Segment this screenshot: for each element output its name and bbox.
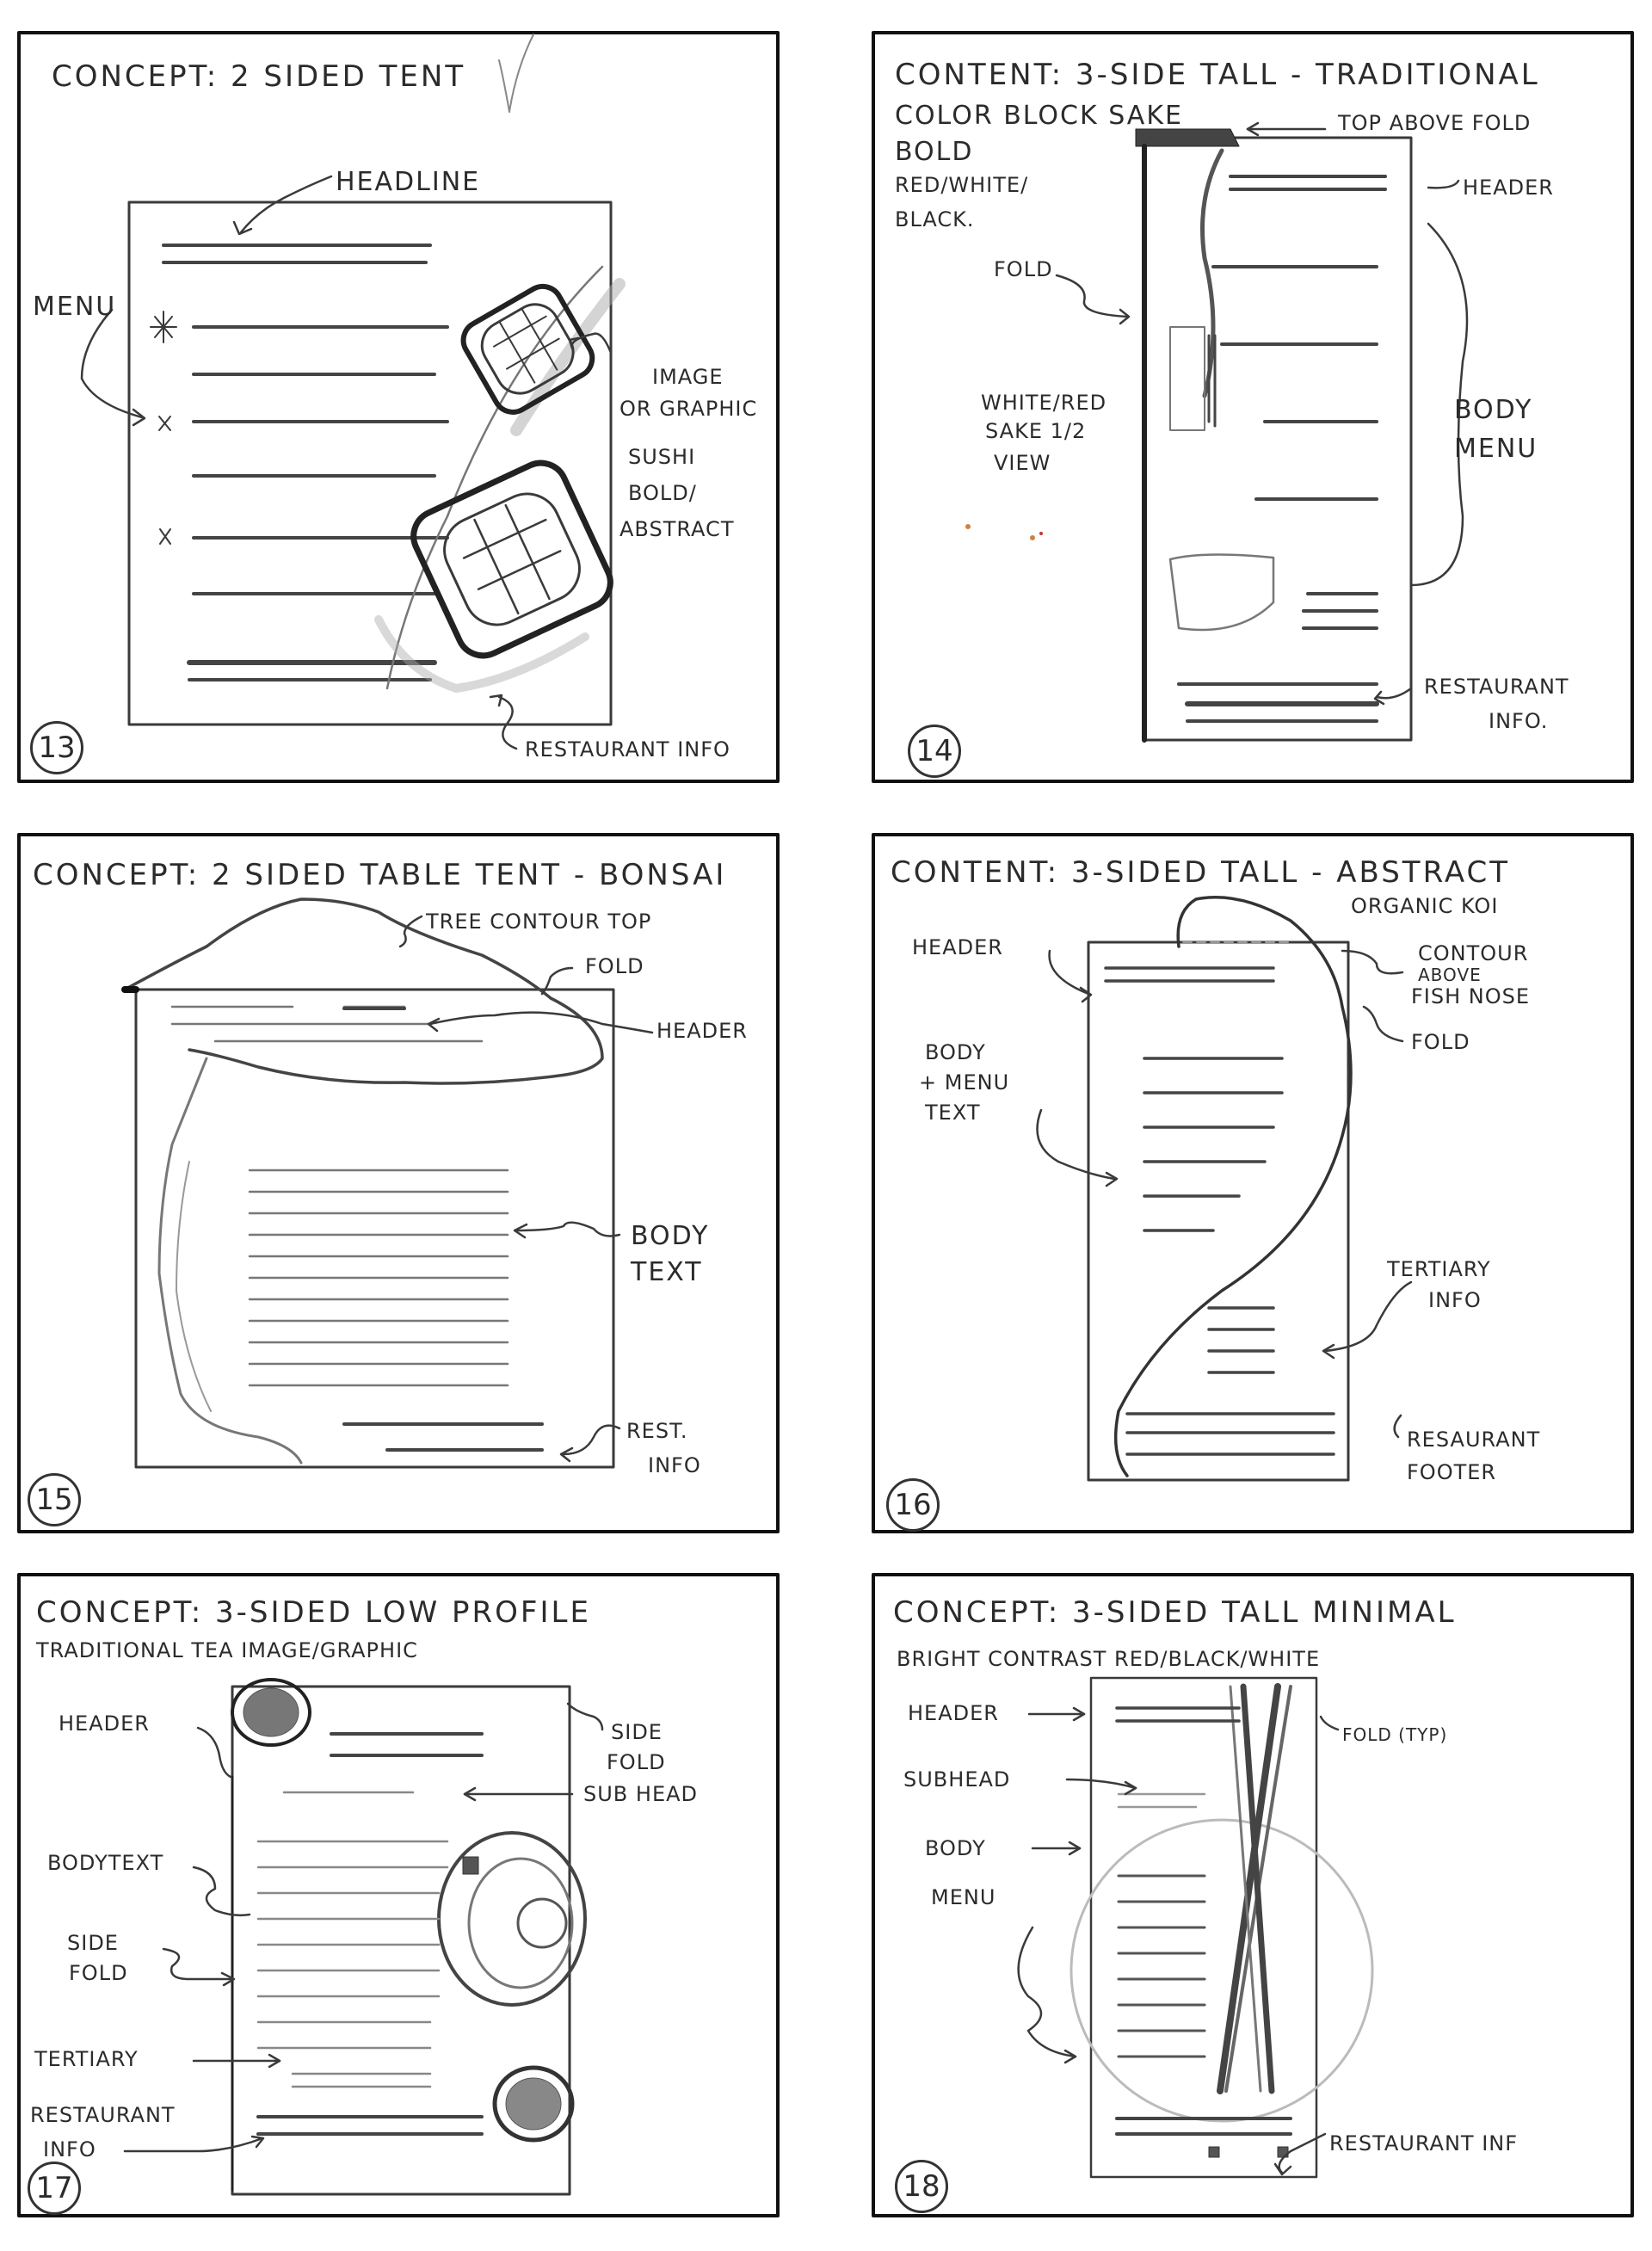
menu-label: Menu bbox=[931, 1885, 996, 1909]
body-label: Body bbox=[925, 1836, 986, 1860]
menu-label: + Menu bbox=[919, 1070, 1010, 1095]
side-fold-top-label-1: Side bbox=[611, 1720, 663, 1744]
panel-14-title-line-4: Red/White/ bbox=[895, 173, 1029, 197]
view-label-1: White/Red bbox=[981, 391, 1107, 415]
fold-label: Fold bbox=[1411, 1030, 1470, 1054]
panel-17-title-line-2: Traditional tea image/graphic bbox=[36, 1638, 418, 1662]
header-label: Header bbox=[59, 1711, 150, 1736]
info-label: Info. bbox=[1489, 709, 1549, 733]
menu-label: Menu bbox=[1454, 434, 1538, 464]
panel-15-title: Concept: 2 sided table tent - Bonsai bbox=[33, 858, 727, 892]
panel-15-sketch bbox=[121, 897, 654, 1469]
panel-frames bbox=[17, 31, 1634, 2217]
sushi-label: Sushi bbox=[628, 445, 696, 469]
panel-17-sketch bbox=[123, 1678, 604, 2196]
fold-label: Fold bbox=[585, 954, 644, 978]
fold-label: Fold (typ) bbox=[1342, 1724, 1448, 1745]
panel-17-title: Concept: 3-sided low profile bbox=[36, 1595, 591, 1630]
bodytext-label: Bodytext bbox=[47, 1851, 164, 1875]
panel-16-frame bbox=[872, 833, 1634, 1533]
subhead-label: Subhead bbox=[903, 1767, 1011, 1792]
tertiary-info-label: Info bbox=[1428, 1288, 1482, 1312]
panel-17-number: 17 bbox=[28, 2162, 81, 2215]
info-label: Info bbox=[648, 1453, 701, 1477]
header-label: Header bbox=[908, 1701, 999, 1725]
panel-18-frame bbox=[872, 1573, 1634, 2217]
panel-15-frame bbox=[17, 833, 780, 1533]
panel-15-number: 15 bbox=[28, 1473, 81, 1526]
contour-label-3: Fish Nose bbox=[1411, 984, 1531, 1008]
panel-13-frame bbox=[17, 31, 780, 783]
top-above-fold-label: Top above fold bbox=[1338, 111, 1532, 135]
menu-label: Menu bbox=[33, 292, 117, 322]
subhead-label: Sub head bbox=[583, 1782, 699, 1806]
header-label: Header bbox=[1463, 176, 1554, 200]
rest-label: Rest. bbox=[626, 1419, 688, 1443]
panel-14-title: Content: 3-side tall - traditional bbox=[895, 58, 1540, 92]
body-label: Body bbox=[631, 1221, 710, 1251]
panel-14-title-line-5: Black. bbox=[895, 207, 975, 231]
panel-18-sketch bbox=[1017, 1676, 1374, 2179]
panel-16-number: 16 bbox=[886, 1478, 940, 1532]
panel-14-title-line-2: Color Block Sake bbox=[895, 101, 1183, 131]
panel-18-title: Concept: 3-sided tall minimal bbox=[893, 1595, 1457, 1630]
restaurant-info-label: Restaurant inf bbox=[1329, 2131, 1519, 2155]
graphic-label: or graphic bbox=[620, 397, 758, 421]
panel-14-number: 14 bbox=[908, 725, 961, 778]
panel-14-frame bbox=[872, 31, 1634, 783]
panel-18-title-line-2: Bright contrast red/black/white bbox=[897, 1647, 1321, 1671]
panel-13-sketch bbox=[80, 34, 626, 750]
header-label: Header bbox=[912, 935, 1003, 959]
contour-label-2: Above bbox=[1418, 965, 1482, 985]
text-label: Text bbox=[925, 1101, 981, 1125]
image-label: Image bbox=[652, 365, 724, 389]
panel-18-number: 18 bbox=[895, 2160, 948, 2213]
headline-label: Headline bbox=[336, 167, 481, 197]
contour-label-1: Contour bbox=[1418, 941, 1529, 965]
restaurant-label: Restaurant bbox=[30, 2103, 176, 2127]
panel-13-title: Concept: 2 sided tent bbox=[52, 59, 466, 94]
text-label: Text bbox=[631, 1257, 703, 1287]
header-label: Header bbox=[656, 1019, 748, 1043]
tertiary-label: Tertiary bbox=[1387, 1257, 1491, 1281]
bold-label: Bold/ bbox=[628, 481, 697, 505]
panel-14-title-line-3: Bold bbox=[895, 137, 974, 167]
panel-16-title-line-2: organic Koi bbox=[1351, 894, 1499, 918]
panel-17-frame bbox=[17, 1573, 780, 2217]
tree-contour-label: Tree contour top bbox=[426, 910, 652, 934]
fold-label: Fold bbox=[994, 257, 1053, 281]
body-label: Body bbox=[1454, 395, 1533, 425]
view-label-2: Sake 1/2 bbox=[985, 419, 1087, 443]
restaurant-label: Restaurant bbox=[1424, 675, 1569, 699]
side-fold-top-label-2: Fold bbox=[607, 1750, 666, 1774]
info-label: Info bbox=[43, 2137, 96, 2162]
tertiary-label: Tertiary bbox=[34, 2047, 139, 2071]
body-label: Body bbox=[925, 1040, 986, 1064]
panel-16-sketch bbox=[1036, 896, 1413, 1482]
side-fold-label-2: Fold bbox=[69, 1961, 128, 1985]
restaurant-info-label: Restaurant info bbox=[525, 737, 730, 762]
footer-label-2: Footer bbox=[1407, 1460, 1497, 1484]
footer-label-1: Resaurant bbox=[1407, 1428, 1541, 1452]
panel-14-sketch bbox=[965, 121, 1469, 743]
abstract-label: abstract bbox=[620, 517, 735, 541]
panel-16-title: Content: 3-sided tall - Abstract bbox=[891, 855, 1510, 890]
panel-13-number: 13 bbox=[30, 721, 83, 774]
side-fold-label-1: Side bbox=[67, 1931, 119, 1955]
view-label-3: View bbox=[994, 451, 1051, 475]
